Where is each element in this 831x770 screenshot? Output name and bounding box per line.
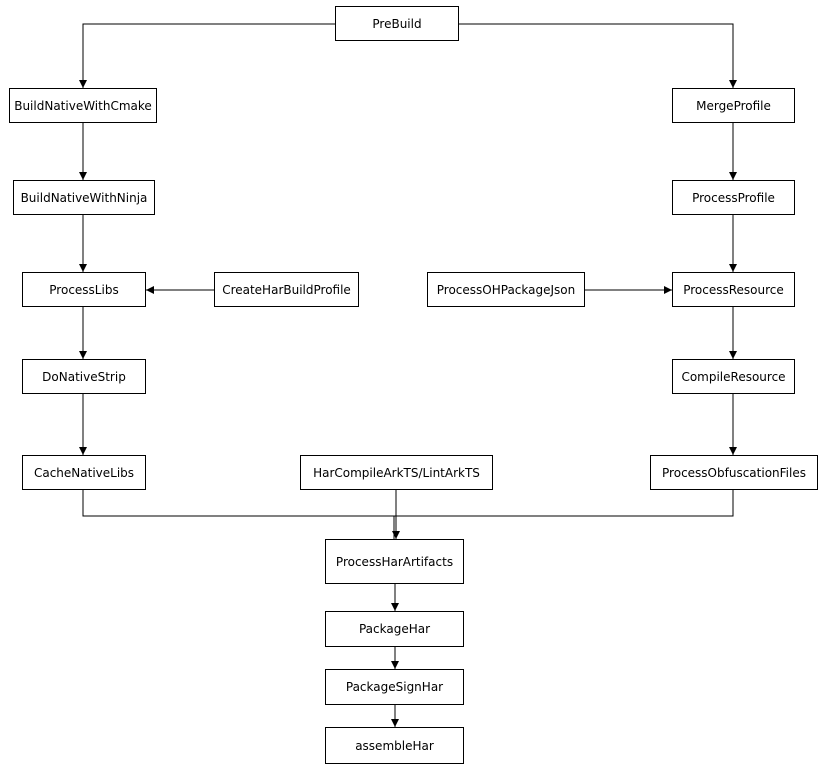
edge-prebuild-to-cmake bbox=[79, 23, 335, 88]
node-process-profile: ProcessProfile bbox=[672, 180, 795, 215]
node-merge-profile: MergeProfile bbox=[672, 88, 795, 123]
node-process-obfuscation-files: ProcessObfuscationFiles bbox=[650, 455, 818, 490]
node-package-har: PackageHar bbox=[325, 611, 464, 647]
edge-prebuild-to-mergeprofile bbox=[458, 23, 737, 88]
node-process-har-artifacts: ProcessHarArtifacts bbox=[325, 539, 464, 584]
node-prebuild: PreBuild bbox=[335, 6, 459, 41]
node-assemble-har: assembleHar bbox=[325, 727, 464, 764]
node-create-har-build-profile: CreateHarBuildProfile bbox=[214, 272, 359, 307]
node-package-sign-har: PackageSignHar bbox=[325, 669, 464, 705]
node-build-native-with-ninja: BuildNativeWithNinja bbox=[13, 180, 155, 215]
node-process-oh-package-json: ProcessOHPackageJson bbox=[427, 272, 585, 307]
node-har-compile-arkts: HarCompileArkTS/LintArkTS bbox=[300, 455, 493, 490]
edge-merge-bus bbox=[82, 490, 734, 517]
node-process-libs: ProcessLibs bbox=[22, 272, 146, 307]
node-do-native-strip: DoNativeStrip bbox=[22, 359, 146, 394]
node-cache-native-libs: CacheNativeLibs bbox=[22, 455, 146, 490]
node-process-resource: ProcessResource bbox=[672, 272, 795, 307]
node-compile-resource: CompileResource bbox=[672, 359, 795, 394]
node-build-native-with-cmake: BuildNativeWithCmake bbox=[9, 88, 157, 123]
